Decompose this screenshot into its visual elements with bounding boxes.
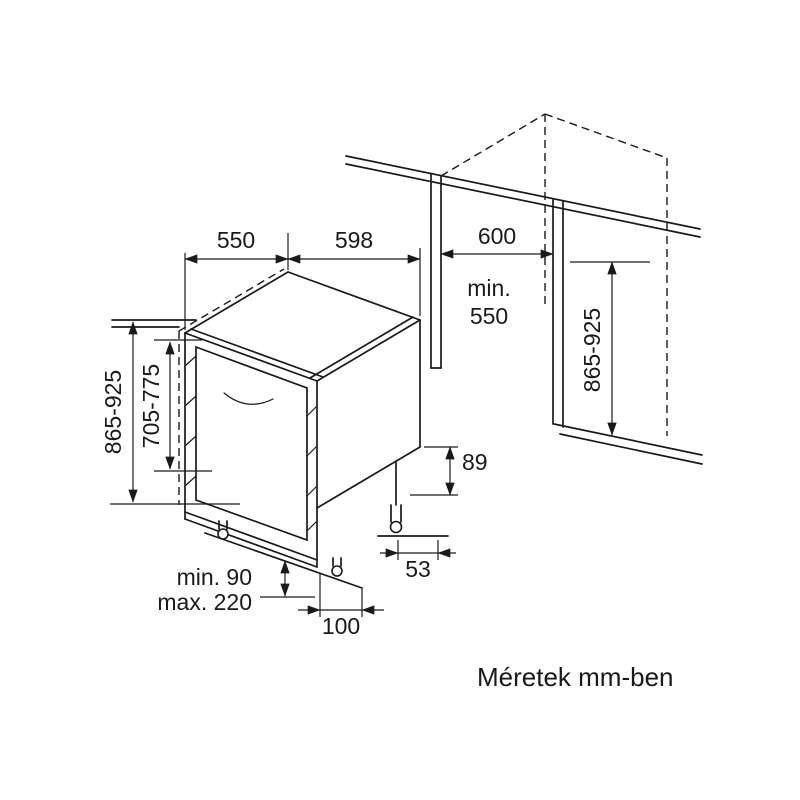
dim-niche-width: 600 <box>478 223 516 249</box>
dishwasher-niche-dashed <box>178 268 285 505</box>
dim-plinth-max: max. 220 <box>157 589 252 615</box>
dim-top-width: 598 <box>335 227 373 253</box>
dim-niche-depth-min-label: min. <box>467 275 510 301</box>
door-handle <box>223 392 274 405</box>
dishwasher-outline <box>184 271 421 568</box>
dim-plinth-min: min. 90 <box>177 564 252 590</box>
niche-dashed-outline <box>440 113 668 436</box>
dim-niche-depth-min-value: 550 <box>470 303 508 329</box>
dim-niche-height-right: 865-925 <box>579 308 605 392</box>
dim-foot-plate: 100 <box>322 613 360 639</box>
niche-walls <box>430 173 564 428</box>
dim-door-height: 705-775 <box>138 364 164 448</box>
worktop-left-lines <box>111 319 197 328</box>
caption-units: Méretek mm-ben <box>477 662 674 692</box>
dishwasher-door <box>185 345 317 542</box>
floor-lines-right <box>553 423 703 465</box>
dim-rear-gap: 89 <box>462 449 488 475</box>
dim-top-depth: 550 <box>217 227 255 253</box>
adjustable-feet <box>204 504 449 589</box>
dim-rear-foot-inset: 53 <box>405 556 431 582</box>
dimension-lines <box>110 233 650 617</box>
dim-niche-height-left: 865-925 <box>100 370 126 454</box>
countertop-lines <box>345 155 701 238</box>
